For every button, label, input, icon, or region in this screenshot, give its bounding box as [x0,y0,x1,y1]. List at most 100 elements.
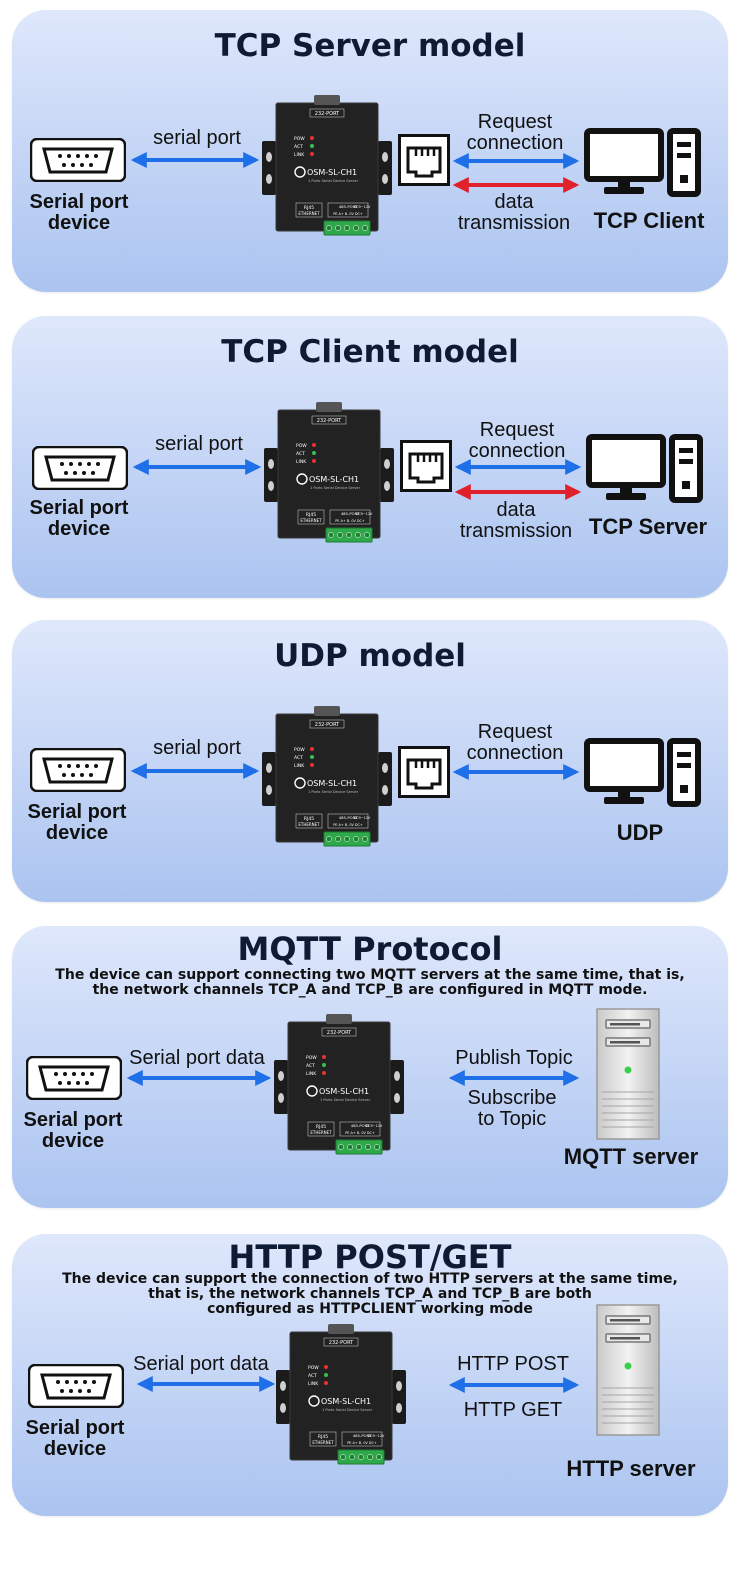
serial-port-label: serial port [155,433,243,455]
terminal-screw [337,532,343,538]
terminal-box [329,509,371,525]
data-arrow [452,177,580,193]
model-label: OSM-SL-CH1 [307,779,357,788]
led-label-act: ACT [294,144,303,150]
led-pow [322,1055,326,1059]
mount-ear-left [264,448,278,502]
ethernet-port-icon [400,440,452,492]
led-label-link: LINK [294,763,305,769]
target-label: HTTP server [566,1456,696,1481]
pins-label: PE A+ B- 0V DC+ [333,212,363,216]
mount-hole [266,763,272,773]
terminal-screw [349,1454,355,1460]
led-link [312,459,316,463]
target-label: TCP Client [593,208,705,233]
terminal-screw [362,225,368,231]
mount-hole [382,152,388,162]
led-label-pow: POW [296,443,307,449]
rj45-label: RJ45 [318,1434,328,1440]
terminal-screw [367,1454,373,1460]
terminal-box [341,1431,383,1447]
model-sublabel: 1 Ports Serial Device Server [308,179,359,183]
pins-label: PE A+ B- 0V DC+ [345,1131,375,1135]
mount-hole [280,1403,286,1413]
led-pow [310,747,314,751]
db9-port [314,95,340,105]
serial-arrow [126,1070,272,1086]
led-pow [324,1365,328,1369]
panel-mqtt: MQTT Protocol The device can support con… [12,926,728,1208]
brand-logo-icon [294,166,306,178]
mount-hole [266,152,272,162]
serial-port-data-label: Serial port data [133,1353,269,1375]
dc-label: DC9~12V [366,1124,383,1128]
mount-ear-right [390,1060,404,1114]
led-pow [312,443,316,447]
mount-ear-left [262,752,276,806]
serial-port-label: serial port [153,737,241,759]
dc-label: DC9~12V [356,512,373,516]
panel-title: UDP model [274,638,466,674]
brand-logo-icon [294,777,306,789]
led-label-act: ACT [308,1373,317,1379]
http-get-label: HTTP GET [463,1399,563,1421]
target-label: UDP [616,820,664,845]
led-label-link: LINK [294,152,305,158]
serial-connector-icon [26,1056,122,1100]
serial-connector-icon [32,446,128,490]
led-act [324,1373,328,1377]
terminal-screw [353,836,359,842]
terminal-screw [376,1454,382,1460]
rs485-label: 485-PORT [339,815,358,820]
serial-arrow [130,763,260,779]
rj45-box [295,813,323,829]
mount-ear-right [378,141,392,195]
led-label-act: ACT [296,451,305,457]
ethernet-port-icon [398,134,450,186]
panel-title: TCP Server model [214,28,526,64]
target-label: TCP Server [588,514,708,539]
mount-hole [268,459,274,469]
led-link [322,1071,326,1075]
computer-icon [584,738,702,808]
port-label: 232-PORT [315,722,340,728]
terminal-screw [335,836,341,842]
serial-connector-icon [28,1364,124,1408]
mount-hole [382,174,388,184]
rs485-label: 485-PORT [351,1123,370,1128]
mount-hole [280,1381,286,1391]
pins-label: PE A+ B- 0V DC+ [335,519,365,523]
led-act [312,451,316,455]
target-label: MQTT server [563,1144,699,1169]
mount-hole [266,174,272,184]
port-label-box [323,1337,359,1347]
led-label-link: LINK [306,1071,317,1077]
panel-http: HTTP POST/GET The device can support the… [12,1234,728,1516]
serial-connector-icon [30,748,126,792]
rs485-label: 485-PORT [339,204,358,209]
ethernet-label: ETHERNET [310,1130,332,1135]
terminal-screw [335,225,341,231]
panel-title: TCP Client model [221,334,519,370]
ethernet-label: ETHERNET [300,518,322,523]
model-sublabel: 1 Ports Serial Device Server [320,1098,371,1102]
mount-hole [396,1381,402,1391]
terminal-screw [364,532,370,538]
led-act [322,1063,326,1067]
model-sublabel: 1 Ports Serial Device Server [310,486,361,490]
